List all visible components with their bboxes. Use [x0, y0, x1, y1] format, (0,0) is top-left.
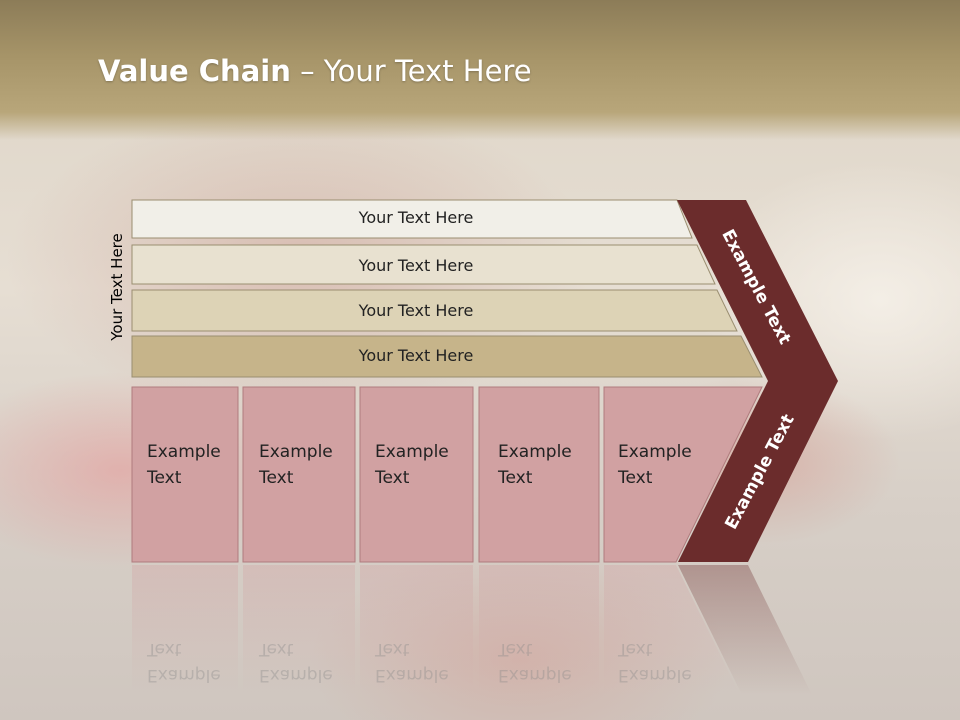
cell-2-line-2: Text [259, 468, 294, 488]
reflection-cell-3 [360, 565, 473, 695]
slide-title: Value Chain – Your Text Here [98, 54, 532, 88]
reflection-chevron [678, 565, 812, 695]
reflection-text-1: Example Text [147, 639, 221, 685]
row-1-label: Your Text Here [358, 208, 474, 227]
cell-4-line-2: Text [498, 468, 533, 488]
primary-cell-4-label: Example Text [498, 439, 572, 491]
reflection-cell-4 [479, 565, 599, 695]
reflection-cell-1 [132, 565, 238, 695]
reflection-text-2: Example Text [259, 639, 333, 685]
cell-1-line-2: Text [147, 468, 182, 488]
title-band [0, 0, 960, 140]
primary-cell-2-label: Example Text [259, 439, 333, 491]
row-3-bar [131, 289, 738, 332]
reflection-text-5: Example Text [618, 639, 692, 685]
cell-2-line-1: Example [259, 442, 333, 462]
title-rest: – Your Text Here [290, 54, 532, 88]
row-1-bar [131, 199, 693, 239]
primary-cell-3 [359, 386, 474, 563]
primary-cell-1 [131, 386, 239, 563]
row-2-bar [131, 244, 716, 285]
primary-cell-5-label: Example Text [618, 439, 692, 491]
reflection-text-4: Example Text [498, 639, 572, 685]
cell-1-line-1: Example [147, 442, 221, 462]
reflection-cell-5 [604, 565, 740, 695]
primary-cell-1-label: Example Text [147, 439, 221, 491]
primary-cell-5 [603, 386, 763, 563]
primary-cell-4 [478, 386, 600, 563]
reflection-text-3: Example Text [375, 639, 449, 685]
cell-4-line-1: Example [498, 442, 572, 462]
row-3-label: Your Text Here [358, 301, 474, 320]
reflection-cell-2 [243, 565, 355, 695]
primary-cell-2 [242, 386, 356, 563]
cell-5-line-1: Example [618, 442, 692, 462]
row-4-label: Your Text Here [358, 346, 474, 365]
cell-3-line-2: Text [375, 468, 410, 488]
primary-cell-3-label: Example Text [375, 439, 449, 491]
margin-chevron [677, 200, 838, 562]
title-bold: Value Chain [98, 54, 291, 88]
row-2-label: Your Text Here [358, 256, 474, 275]
cell-3-line-1: Example [375, 442, 449, 462]
row-4-bar [131, 335, 763, 378]
cell-5-line-2: Text [618, 468, 653, 488]
